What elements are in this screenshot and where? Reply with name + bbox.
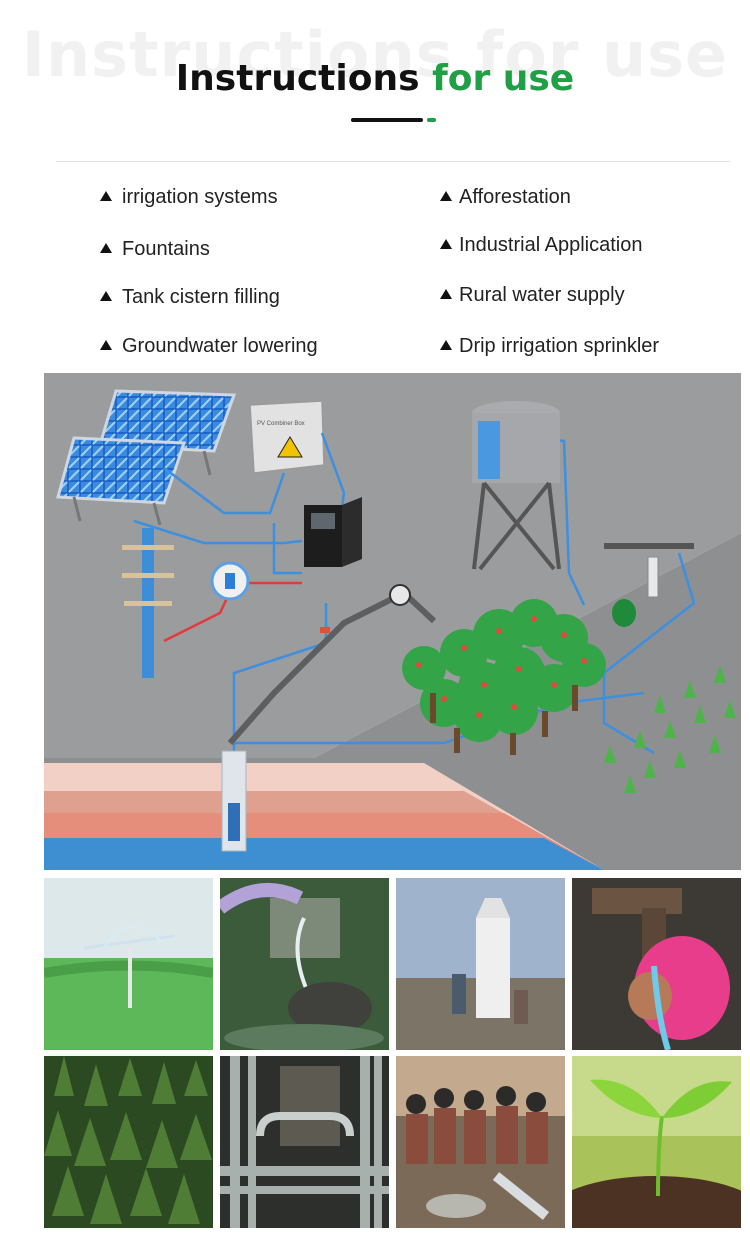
application-item: Drip irrigation sprinkler — [440, 335, 659, 358]
application-item: irrigation systems — [100, 186, 278, 209]
triangle-bullet-icon — [440, 191, 452, 201]
pressure-gauge-icon — [389, 584, 411, 606]
triangle-bullet-icon — [100, 340, 112, 350]
photo-industrial — [396, 878, 565, 1050]
photo-industrial-pipes — [220, 1056, 389, 1228]
solar-pump-system-diagram: PV Combiner Box — [44, 373, 741, 870]
utility-pole — [122, 528, 174, 678]
title-underline — [351, 118, 423, 122]
section-divider — [56, 161, 730, 162]
title-accent: for use — [432, 58, 575, 99]
pv-combiner-box: PV Combiner Box — [249, 400, 325, 474]
photo-forest — [44, 1056, 213, 1228]
orchard-trees — [402, 599, 606, 755]
application-item: Industrial Application — [440, 234, 642, 257]
title-main: Instructions — [175, 58, 420, 99]
filter-valve — [604, 543, 694, 627]
title-underline-accent — [427, 118, 436, 122]
photo-rural-water-supply — [396, 1056, 565, 1228]
application-item: Afforestation — [440, 186, 571, 209]
triangle-bullet-icon — [100, 291, 112, 301]
triangle-bullet-icon — [440, 289, 452, 299]
application-item: Fountains — [100, 238, 210, 261]
crop-plants — [604, 665, 736, 793]
pump-inverter — [304, 497, 362, 567]
title-watermark: Instructions for use — [21, 18, 729, 91]
application-item: Rural water supply — [440, 284, 625, 307]
solar-panel — [56, 436, 187, 526]
photo-fountain — [220, 878, 389, 1050]
water-tower — [472, 401, 561, 571]
triangle-bullet-icon — [100, 191, 112, 201]
submersible-pump — [221, 750, 247, 852]
photo-irrigation — [44, 878, 213, 1050]
combiner-box-label: PV Combiner Box — [257, 421, 305, 427]
photo-seedling — [572, 1056, 741, 1228]
triangle-bullet-icon — [440, 340, 452, 350]
page-title: Instructions for use — [0, 58, 750, 99]
application-item: Tank cistern filling — [100, 286, 280, 309]
triangle-bullet-icon — [440, 239, 452, 249]
application-item: Groundwater lowering — [100, 335, 318, 358]
photo-drinking-water — [572, 878, 741, 1050]
triangle-bullet-icon — [100, 243, 112, 253]
